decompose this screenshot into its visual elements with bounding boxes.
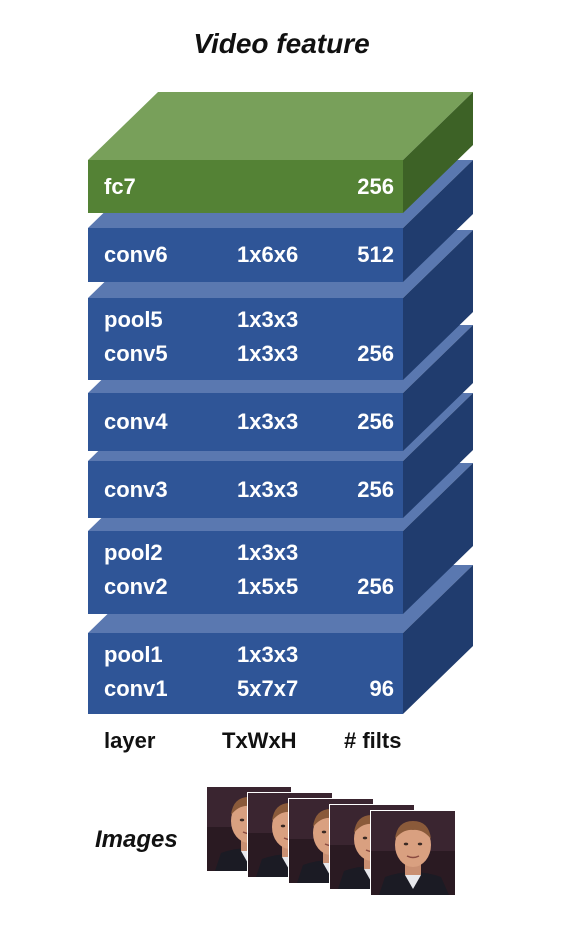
- layer-dims: 1x5x5: [237, 574, 299, 599]
- diagram-title: Video feature: [193, 28, 370, 59]
- layer-top-face: [88, 92, 473, 160]
- layer-dims: 1x3x3: [237, 307, 299, 332]
- header-layer: layer: [104, 728, 156, 753]
- layer-name: conv3: [104, 477, 168, 502]
- layer-front-face: [88, 393, 403, 451]
- layer-name: pool2: [104, 540, 163, 565]
- input-frames: [207, 787, 457, 897]
- layer-side-face: [403, 565, 473, 714]
- layer-filters: 256: [357, 341, 394, 366]
- layer-name: conv6: [104, 242, 168, 267]
- video-frame-image: [371, 811, 455, 895]
- layer-filters: 96: [369, 676, 394, 701]
- layer-front-face: [88, 461, 403, 518]
- layer-front-face: [88, 633, 403, 714]
- layer-name: pool1: [104, 642, 163, 667]
- layer-dims: 1x3x3: [237, 540, 299, 565]
- layer-front-face: [88, 298, 403, 380]
- layer-name: conv4: [104, 409, 168, 434]
- layer-front-face: [88, 228, 403, 282]
- layer-side-face: [403, 160, 473, 282]
- layer-dims: 5x7x7: [237, 676, 299, 701]
- layer-dims: 1x3x3: [237, 409, 299, 434]
- layer-filters: 512: [357, 242, 394, 267]
- layer-side-face: [403, 393, 473, 518]
- layer-side-face: [403, 92, 473, 213]
- layer-dims: 1x6x6: [237, 242, 299, 267]
- layer-side-face: [403, 463, 473, 614]
- header-dims: TxWxH: [222, 728, 297, 753]
- layer-name: pool5: [104, 307, 163, 332]
- layer-name: conv1: [104, 676, 168, 701]
- layer-front-face: [88, 531, 403, 614]
- layer-name: conv5: [104, 341, 168, 366]
- layer-dims: 1x3x3: [237, 477, 299, 502]
- layer-side-face: [403, 230, 473, 380]
- layer-side-face: [403, 325, 473, 451]
- layer-dims: 1x3x3: [237, 642, 299, 667]
- layer-front-face: [88, 160, 403, 213]
- layer-filters: 256: [357, 574, 394, 599]
- layer-dims: 1x3x3: [237, 341, 299, 366]
- layer-filters: 256: [357, 477, 394, 502]
- layer-name: fc7: [104, 174, 136, 199]
- images-label: Images: [95, 826, 178, 853]
- layer-filters: 256: [357, 409, 394, 434]
- header-filters: # filts: [344, 728, 402, 753]
- layer-filters: 256: [357, 174, 394, 199]
- layer-name: conv2: [104, 574, 168, 599]
